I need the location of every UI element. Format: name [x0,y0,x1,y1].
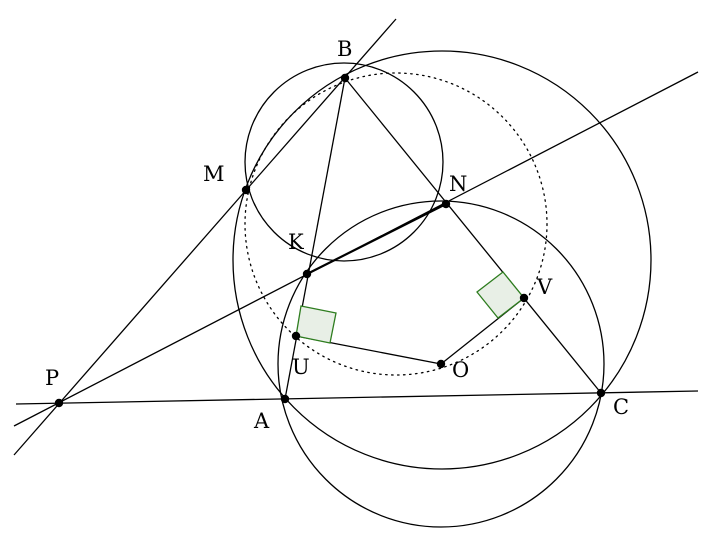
label-m: M [203,162,225,186]
segment-ab [284,77,346,400]
label-a: A [253,409,270,433]
point-m [241,185,251,195]
point-v [519,293,529,303]
label-n: N [449,172,467,196]
label-v: V [536,275,553,299]
circle-dotted [244,72,548,376]
label-o: O [452,358,469,382]
segment-kn [306,203,447,275]
point-n [441,199,451,209]
label-p: P [45,366,59,390]
point-b [340,73,350,83]
circumcircle-abc [232,50,652,470]
line-pb [13,18,397,456]
point-o [436,359,446,369]
circle-bmn [244,62,444,262]
label-c: C [613,395,629,419]
point-c [596,388,606,398]
label-u: U [292,355,310,379]
segment-bc [344,77,602,394]
right-angle-marker-u [295,305,337,344]
label-b: B [337,37,352,61]
point-k [302,269,312,279]
point-a [280,394,290,404]
line-pc [15,390,699,405]
label-k: K [288,230,304,254]
circle-akn [277,200,605,528]
right-angle-marker-v [476,271,525,319]
point-p [54,398,64,408]
point-u [291,331,301,341]
